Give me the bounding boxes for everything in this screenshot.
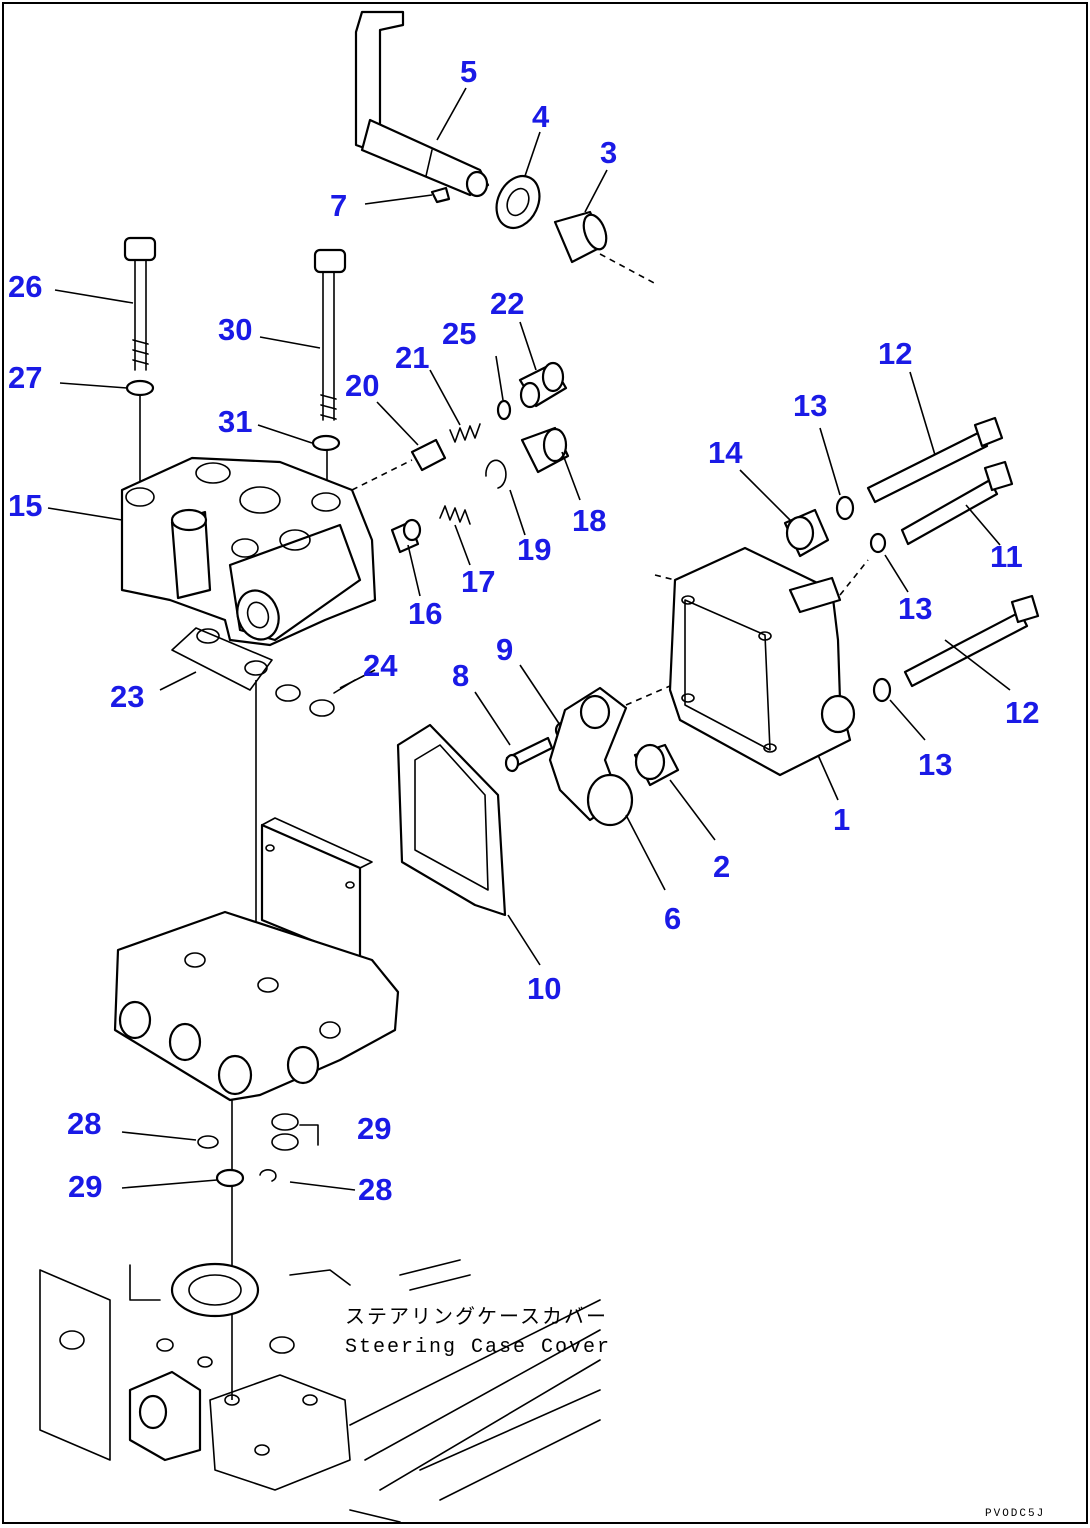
callout-31: 31	[218, 404, 252, 439]
callout-11: 11	[990, 539, 1023, 574]
part-lever-6	[548, 685, 671, 827]
part-washer-13c	[872, 677, 892, 703]
callout-12b: 12	[1005, 695, 1039, 730]
callout-19: 19	[517, 532, 551, 567]
callout-9: 9	[496, 632, 513, 667]
part-washer-13a	[835, 495, 855, 521]
part-lever-shaft	[354, 10, 490, 198]
part-pin	[430, 186, 451, 204]
callout-13a: 13	[793, 388, 827, 423]
part-plug-20	[410, 438, 447, 472]
callout-25: 25	[442, 316, 476, 351]
leader-lines	[47, 87, 1011, 1191]
callout-18: 18	[572, 503, 606, 538]
part-seal-29a	[215, 1168, 245, 1188]
callout-26: 26	[8, 269, 42, 304]
part-bolt-11	[900, 460, 1014, 546]
axis-20	[351, 459, 413, 491]
part-bushing-3	[553, 210, 657, 285]
callout-4: 4	[532, 99, 550, 134]
part-oring-19	[485, 459, 507, 489]
part-plug-18	[520, 426, 570, 474]
callout-28a: 28	[67, 1106, 101, 1141]
callout-21: 21	[395, 340, 429, 375]
part-seals-29b	[271, 1113, 319, 1151]
part-gasket-10	[396, 723, 507, 917]
callout-labels: 5 4 3 7 26 30 22 25 21 20 27 12 13 31 14…	[8, 54, 1039, 1207]
part-washer-31	[311, 434, 341, 452]
note-english: Steering Case Cover	[345, 1336, 611, 1359]
callout-28b: 28	[358, 1172, 392, 1207]
part-bolt-8	[504, 736, 554, 773]
part-bolt-12b	[903, 594, 1040, 688]
callout-3: 3	[600, 135, 617, 170]
part-plug-22	[518, 361, 568, 409]
part-bolt-26	[123, 236, 157, 501]
callout-6: 6	[664, 901, 681, 936]
callout-12a: 12	[878, 336, 912, 371]
callout-1: 1	[833, 802, 850, 837]
callout-14: 14	[708, 435, 743, 470]
callout-10: 10	[527, 971, 561, 1006]
callout-24: 24	[363, 648, 398, 683]
part-seal-28a	[197, 1135, 219, 1149]
callout-29a: 29	[357, 1111, 391, 1146]
callout-5: 5	[460, 54, 477, 89]
callout-7: 7	[330, 188, 347, 223]
part-seal	[495, 175, 541, 229]
part-ball-25	[496, 399, 512, 421]
part-bushing-2	[633, 743, 680, 787]
drawing-code: PVODC5J	[985, 1508, 1045, 1520]
callout-2: 2	[713, 849, 730, 884]
part-spool-16	[390, 518, 422, 554]
part-spring-21	[449, 423, 481, 443]
part-spring-17	[439, 505, 471, 525]
part-lower-valve-body	[113, 910, 400, 1102]
part-washer-27	[125, 379, 155, 397]
callout-15: 15	[8, 488, 42, 523]
callout-20: 20	[345, 368, 379, 403]
callout-27: 27	[8, 360, 42, 395]
part-bolt-30	[313, 248, 347, 496]
callout-17: 17	[461, 564, 495, 599]
callout-23: 23	[110, 679, 144, 714]
callout-13c: 13	[918, 747, 952, 782]
part-bolt-12a	[866, 416, 1004, 504]
part-valve-body	[120, 456, 377, 647]
part-orings-24	[275, 679, 356, 717]
callout-22: 22	[490, 286, 524, 321]
part-bushing-14	[783, 508, 830, 558]
part-gasket-23	[171, 627, 273, 691]
callout-30: 30	[218, 312, 252, 347]
part-case	[654, 546, 869, 777]
part-washer-13b	[869, 532, 887, 554]
callout-13b: 13	[898, 591, 932, 626]
callout-8: 8	[452, 658, 469, 693]
steering-case-cover	[39, 1259, 601, 1523]
callout-29b: 29	[68, 1169, 102, 1204]
note-japanese: ステアリングケースカバー	[345, 1305, 608, 1330]
part-seal-28b	[259, 1169, 277, 1182]
callout-16: 16	[408, 596, 442, 631]
